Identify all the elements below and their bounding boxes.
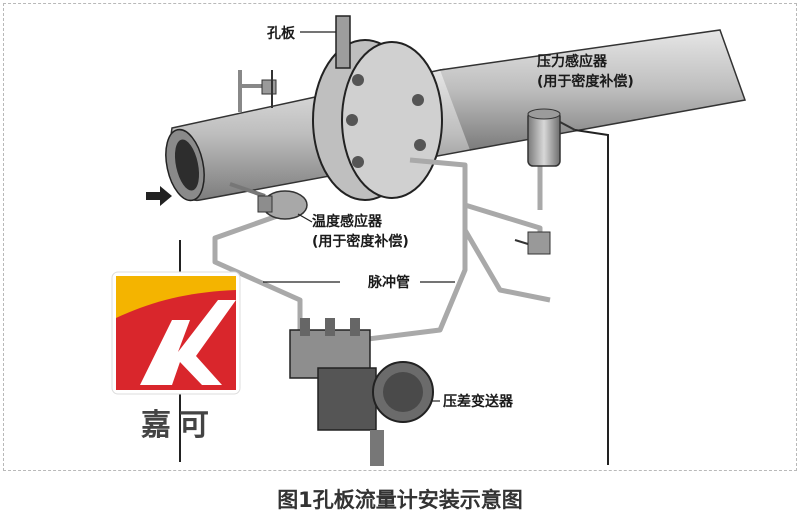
pressure-valve bbox=[514, 231, 551, 255]
dp-transmitter-label: 压差变送器 bbox=[443, 393, 514, 410]
vent-valve bbox=[238, 70, 277, 112]
impulse-pipe-label: 脉冲管 bbox=[367, 274, 410, 291]
figure-frame bbox=[3, 3, 797, 471]
temperature-sensor bbox=[229, 182, 308, 220]
watermark-logo bbox=[111, 271, 241, 395]
pressure-sensor-label: 压力感应器 bbox=[537, 53, 608, 70]
temperature-sensor-note: (用于密度补偿) bbox=[312, 233, 409, 250]
figure-caption: 图1孔板流量计安装示意图 bbox=[277, 488, 523, 512]
watermark-text: 嘉可 bbox=[141, 408, 217, 443]
temperature-sensor-label: 温度感应器 bbox=[312, 213, 383, 230]
flange bbox=[312, 39, 443, 201]
orifice-flowmeter-diagram: 孔板 压力感应器 (用于密度补偿) 温度感应器 (用于密度补偿) 脉冲管 压差变… bbox=[111, 15, 747, 466]
dp-transmitter bbox=[289, 318, 434, 466]
orifice-plate-tab bbox=[335, 15, 351, 69]
orifice-plate-label: 孔板 bbox=[267, 25, 296, 42]
flow-arrow-icon bbox=[146, 186, 172, 206]
main-pipe bbox=[165, 29, 747, 202]
pressure-sensor bbox=[527, 108, 576, 167]
pressure-sensor-note: (用于密度补偿) bbox=[537, 73, 634, 90]
label-leaders bbox=[263, 213, 455, 402]
